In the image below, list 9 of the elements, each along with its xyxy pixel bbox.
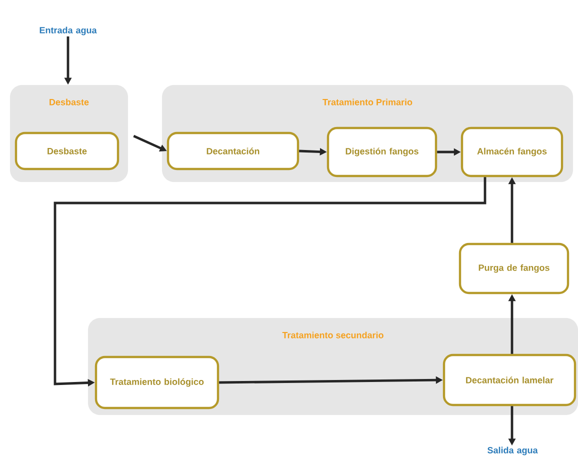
- flow-label: Entrada agua: [40, 26, 97, 36]
- process-box: Digestión fangos: [326, 126, 438, 178]
- process-box: Almacén fangos: [460, 126, 564, 178]
- flow-label: Salida agua: [488, 446, 538, 456]
- process-box: Desbaste: [14, 132, 120, 170]
- process-box: Decantación lamelar: [442, 354, 576, 406]
- process-box: Tratamiento biológico: [94, 356, 220, 410]
- process-box: Decantación: [166, 132, 300, 170]
- process-box: Purga de fangos: [458, 242, 570, 294]
